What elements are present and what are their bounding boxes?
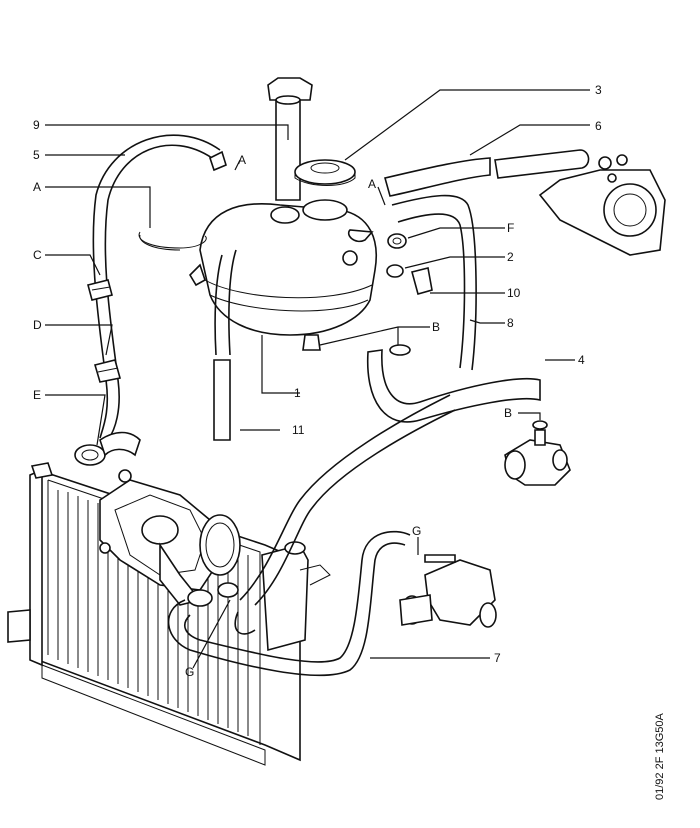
callout-1: 1 xyxy=(294,386,301,400)
callout-d: D xyxy=(33,318,42,332)
thermostat-housing xyxy=(538,154,666,256)
callout-2: 2 xyxy=(507,250,514,264)
expansion-tank xyxy=(188,199,377,351)
callout-8: 8 xyxy=(507,316,514,330)
clamp-e xyxy=(74,431,141,466)
clip-d xyxy=(93,359,122,383)
pressure-cap xyxy=(294,159,356,186)
callout-a-left: A xyxy=(33,180,41,194)
hose-7 xyxy=(167,530,411,677)
callout-f: F xyxy=(507,221,514,235)
callout-3: 3 xyxy=(595,83,602,97)
callout-4: 4 xyxy=(578,353,585,367)
hose-8 xyxy=(391,194,477,371)
fittings xyxy=(187,150,433,607)
callout-b-tank: B xyxy=(432,320,440,334)
hose-6 xyxy=(384,149,590,197)
water-pump-housing xyxy=(99,469,241,606)
reference-code: 01/92 2F 13G50A xyxy=(654,712,666,800)
callout-e: E xyxy=(33,388,41,402)
callout-g-pump: G xyxy=(185,665,194,679)
callout-c: C xyxy=(33,248,42,262)
callout-b-outlet: B xyxy=(504,406,512,420)
callout-a-tank: A xyxy=(238,153,246,167)
callout-g-thermostat: G xyxy=(412,524,421,538)
callout-9: 9 xyxy=(33,118,40,132)
callout-11: 11 xyxy=(292,423,305,437)
hose-5 xyxy=(92,134,221,441)
hose-4 xyxy=(366,349,541,423)
thermostat-lower xyxy=(399,554,497,628)
hose-11 xyxy=(213,359,231,441)
callout-7: 7 xyxy=(494,651,501,665)
callout-a-right: A xyxy=(368,177,376,191)
callout-10: 10 xyxy=(507,286,521,300)
outlet-fitting xyxy=(504,420,571,486)
callout-5: 5 xyxy=(33,148,40,162)
clip-c xyxy=(87,279,113,301)
callout-labels: 9 5 A C D E A A 3 6 F 2 10 8 B 4 B 1 11 … xyxy=(33,83,602,679)
callout-6: 6 xyxy=(595,119,602,133)
clamp-a-left xyxy=(138,231,207,251)
leader-lines xyxy=(45,89,590,669)
